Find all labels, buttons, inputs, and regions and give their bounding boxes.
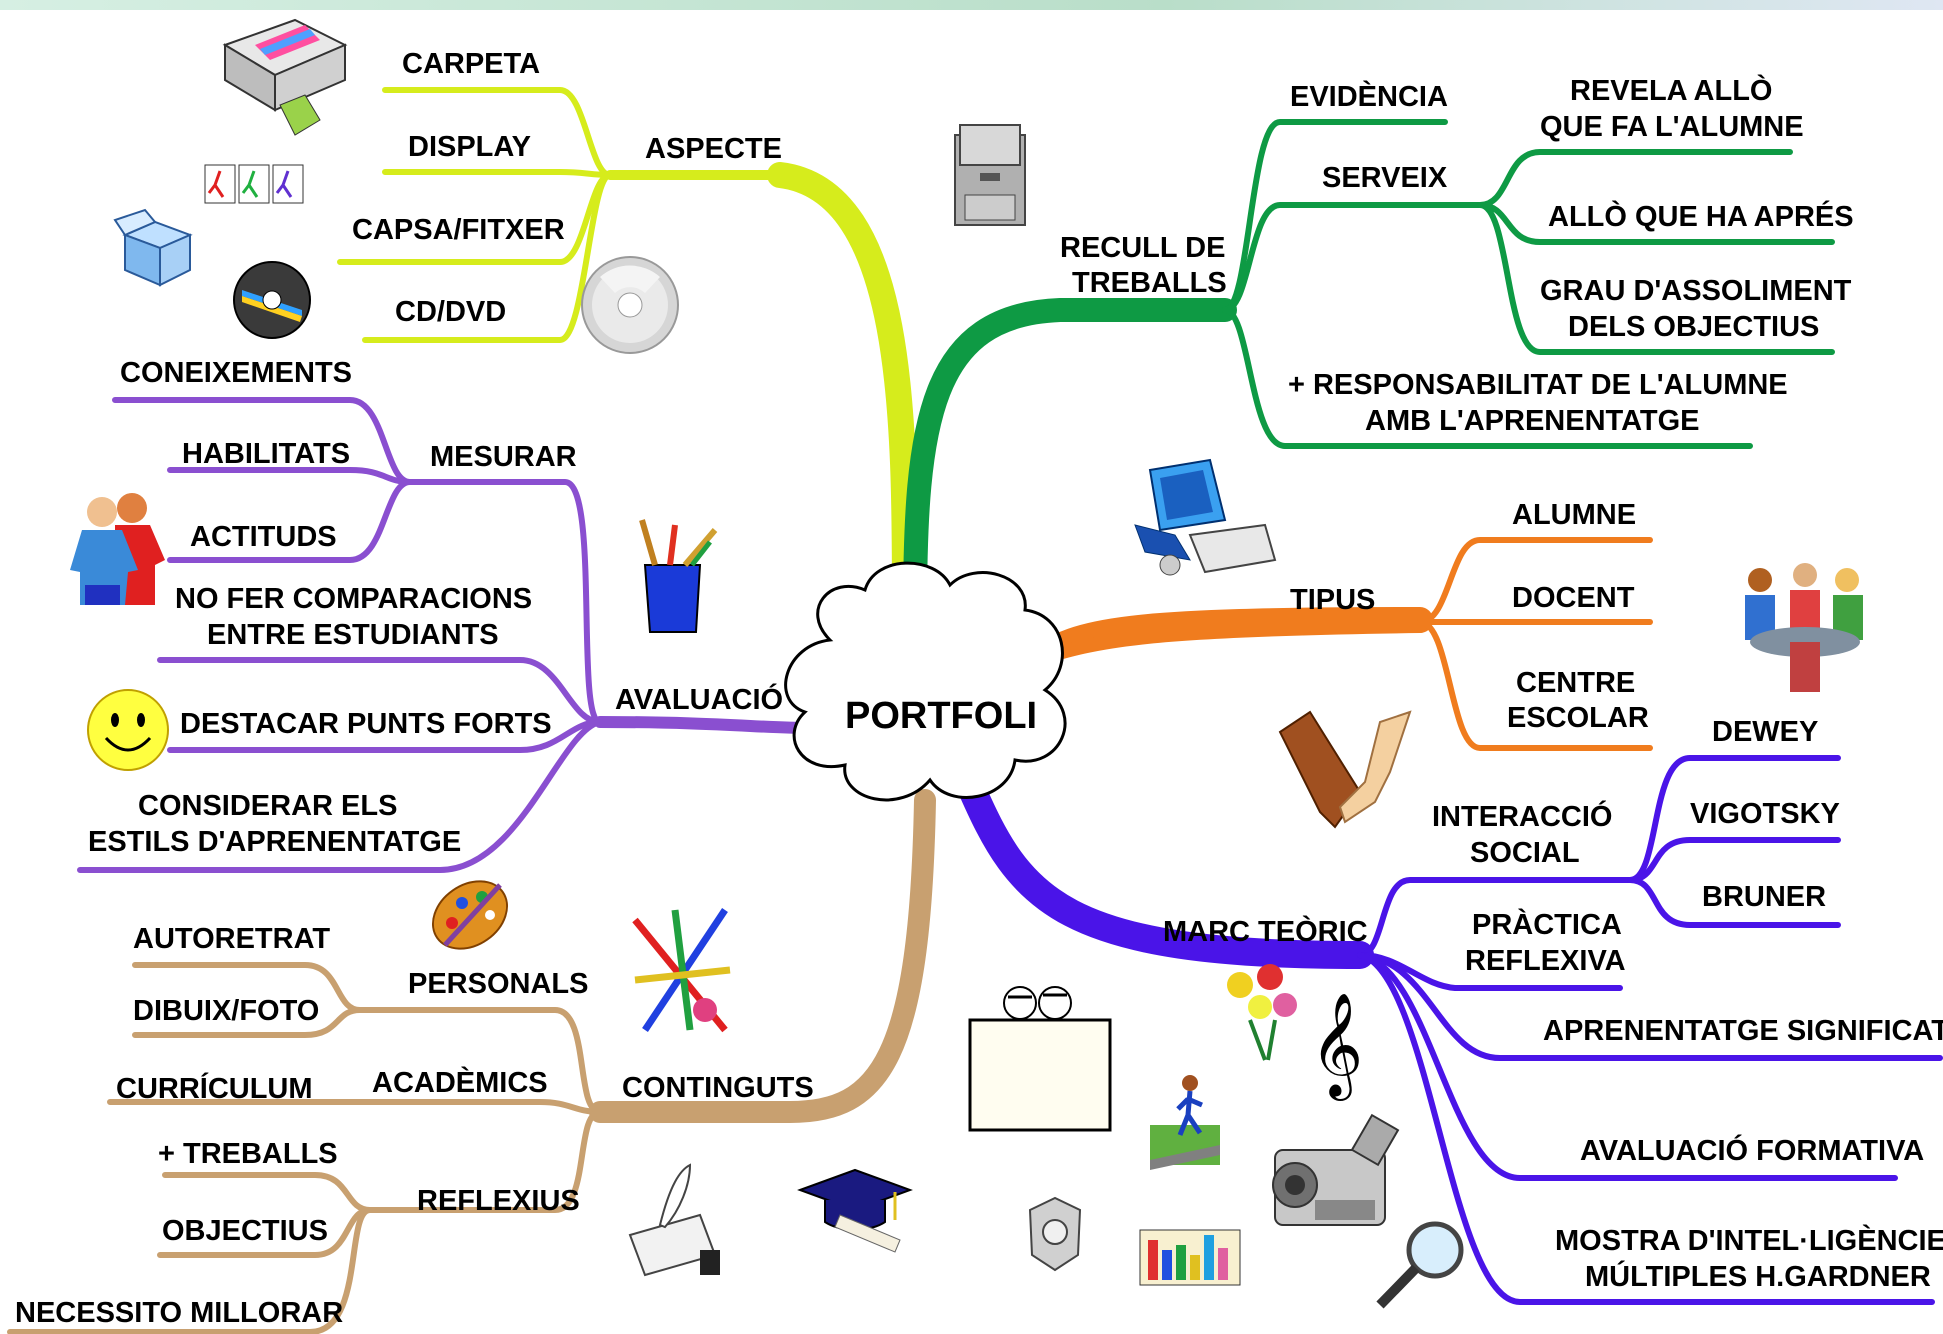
marc-author: VIGOTSKY [1690,798,1840,830]
serveix-item: GRAU D'ASSOLIMENT [1540,275,1852,307]
serveix-item: DELS OBJECTIUS [1568,311,1819,343]
recull-serveix: SERVEIX [1322,162,1448,194]
aspecte-item: CD/DVD [395,296,506,328]
tipus-item: DOCENT [1512,582,1635,614]
people-icon [70,493,165,605]
avaluacio-nofer: ENTRE ESTUDIANTS [207,619,499,651]
magnifier-icon [1376,1221,1464,1309]
recull-title: RECULL DE [1060,232,1225,264]
marc-title: MARC TEÒRIC [1163,914,1368,948]
recull-responsabilitat: AMB L'APRENENTATGE [1365,405,1699,437]
avaluacio-title: AVALUACIÓ [615,682,783,716]
marc-significatiu: APRENENTATGE SIGNIFICATIU [1543,1015,1943,1047]
marc-author: DEWEY [1712,716,1818,748]
aspecte-item: DISPLAY [408,131,531,163]
mesurar-item: ACTITUDS [190,521,337,553]
tipus-item: CENTRE [1516,667,1635,699]
picture-frame-icon [968,986,1112,1132]
aspecte-title: ASPECTE [645,133,782,165]
serveix-item: ALLÒ QUE HA APRÉS [1548,199,1854,233]
badge-icon [1028,1196,1082,1272]
personals-item: DIBUIX/FOTO [133,995,319,1027]
continguts-personals: PERSONALS [408,968,588,1000]
tipus-item: ESCOLAR [1507,702,1649,734]
academics-item: CURRÍCULUM [116,1071,313,1105]
quill-icon [628,1163,720,1277]
disc-icon [233,261,311,339]
tipus-item: ALUMNE [1512,499,1636,531]
tipus-title: TIPUS [1290,584,1375,616]
marc-interaccio: INTERACCIÓ [1432,799,1612,833]
personals-item: AUTORETRAT [133,923,330,955]
continguts-reflexius: REFLEXIUS [417,1185,580,1217]
avaluacio-considerar: CONSIDERAR ELS [138,790,397,822]
reflexius-item: NECESSITO MILLORAR [15,1297,343,1329]
avaluacio-mesurar: MESURAR [430,441,577,473]
branch-recull [903,119,1835,627]
marc-practica: PRÀCTICA [1472,907,1622,941]
keyboard-chart-icon [1139,1229,1241,1286]
computer-icon [1134,458,1277,576]
marc-mostra: MOSTRA D'INTEL·LIGÈNCIES [1555,1223,1943,1257]
continguts-academics: ACADÈMICS [372,1065,548,1099]
cd-icon [581,256,679,354]
recull-title: TREBALLS [1072,267,1227,299]
camcorder-icon [1272,1113,1400,1226]
top-bar [0,0,1943,10]
avaluacio-nofer: NO FER COMPARACIONS [175,583,532,615]
serveix-item: REVELA ALLÒ [1570,73,1772,107]
reflexius-item: OBJECTIUS [162,1215,328,1247]
meeting-icon [1745,563,1863,692]
runner-icon [1150,1075,1220,1170]
marc-interaccio: SOCIAL [1470,837,1580,869]
mesurar-item: CONEIXEMENTS [120,357,352,389]
smiley-icon [87,689,169,771]
avaluacio-considerar: ESTILS D'APRENENTATGE [88,826,461,858]
cash-box-icon [954,124,1026,226]
branch-continguts [7,789,936,1334]
brushes-icon [632,908,731,1033]
pencil-cup-icon [639,519,718,633]
marc-mostra: MÚLTIPLES H.GARDNER [1585,1259,1931,1293]
flowers-icon [1227,964,1297,1061]
marc-author: BRUNER [1702,881,1826,913]
center-cloud: PORTFOLI [784,561,1067,802]
box-icon [113,208,193,287]
avaluacio-destacar: DESTACAR PUNTS FORTS [180,708,552,740]
printer-icon [222,18,348,136]
center-label: PORTFOLI [845,695,1037,737]
treble-clef-icon: 𝄞 [1310,992,1363,1101]
running-figures-icon [204,164,304,204]
reflexius-item: + TREBALLS [158,1138,338,1170]
handshake-icon [1278,710,1412,829]
continguts-title: CONTINGUTS [622,1072,814,1104]
aspecte-item: CARPETA [402,48,540,80]
marc-formativa: AVALUACIÓ FORMATIVA [1580,1133,1924,1167]
palette-icon [431,880,509,950]
branch-marc [956,755,1943,1305]
serveix-item: QUE FA L'ALUMNE [1540,111,1804,143]
graduation-cap-icon [797,1168,913,1253]
recull-evidencia: EVIDÈNCIA [1290,79,1448,113]
aspecte-item: CAPSA/FITXER [352,214,565,246]
recull-responsabilitat: + RESPONSABILITAT DE L'ALUMNE [1288,369,1788,401]
branch-avaluacio [77,397,816,873]
marc-practica: REFLEXIVA [1465,945,1626,977]
mesurar-item: HABILITATS [182,438,350,470]
